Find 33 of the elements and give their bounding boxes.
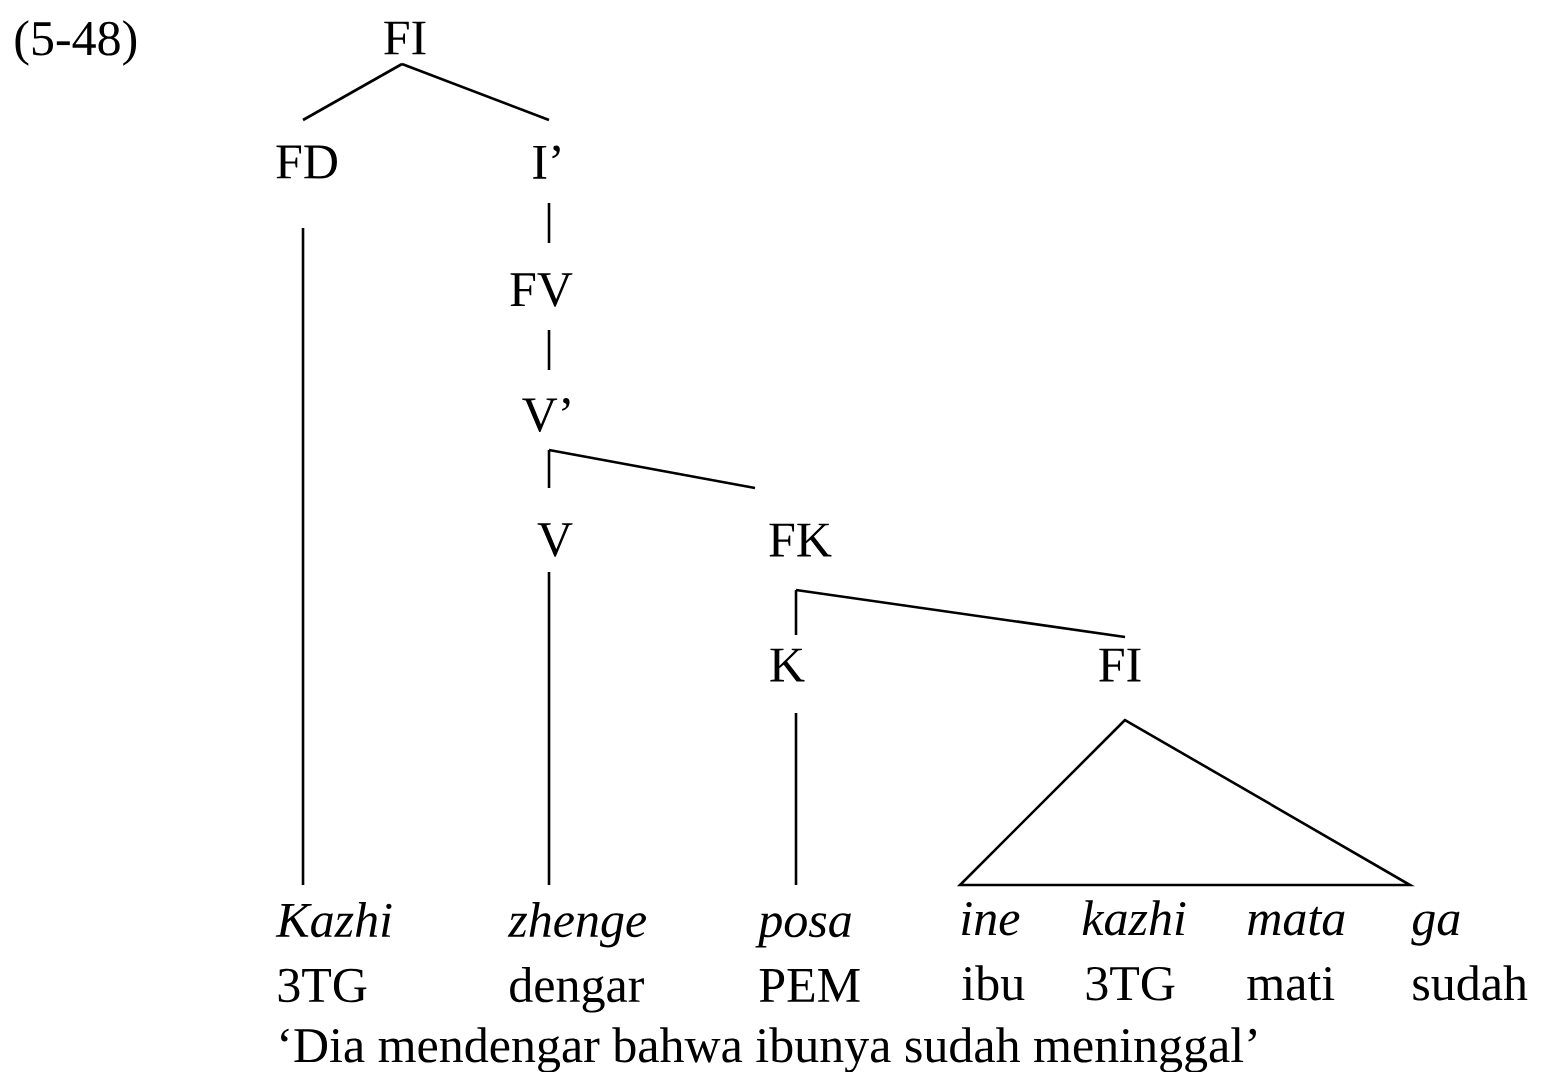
category-label: K	[770, 648, 805, 682]
gloss: 3TG	[1086, 966, 1175, 1001]
category-label: FI	[384, 21, 426, 55]
leaf-word: posa PEM	[755, 913, 860, 1002]
category-label: FD	[276, 145, 337, 179]
category-label: FI	[1099, 648, 1141, 682]
branch-line	[547, 450, 551, 488]
word: ga	[1411, 911, 1460, 946]
word: ine	[962, 901, 1020, 936]
category-label: V’	[522, 398, 570, 432]
branch-line	[795, 588, 1126, 639]
category-label: V	[537, 523, 573, 557]
category-label: I’	[533, 145, 560, 179]
gloss: mati	[1247, 966, 1335, 1001]
category-label: FK	[769, 523, 832, 557]
leaf-word: Kazhi 3TG	[275, 902, 392, 1003]
branch-line	[794, 713, 798, 885]
leaf-word: zhenge dengar	[507, 902, 647, 1013]
word: kazhi	[1082, 900, 1186, 936]
branch-line	[547, 203, 551, 243]
branch-line	[548, 448, 756, 490]
example-number: (5-48)	[15, 20, 137, 66]
gloss: sudah	[1413, 965, 1528, 1001]
branch-line	[301, 228, 305, 885]
branch-line	[547, 330, 551, 370]
branch-line	[302, 62, 403, 122]
word: mata	[1248, 906, 1345, 936]
branch-line	[794, 590, 798, 635]
branch-line	[401, 62, 550, 122]
translation: ‘Dia mendengar bahwa ibunya sudah meninggal’	[281, 1027, 1256, 1072]
gloss: ibu	[962, 965, 1025, 1001]
category-label: FV	[510, 273, 573, 307]
branch-line	[547, 572, 551, 885]
